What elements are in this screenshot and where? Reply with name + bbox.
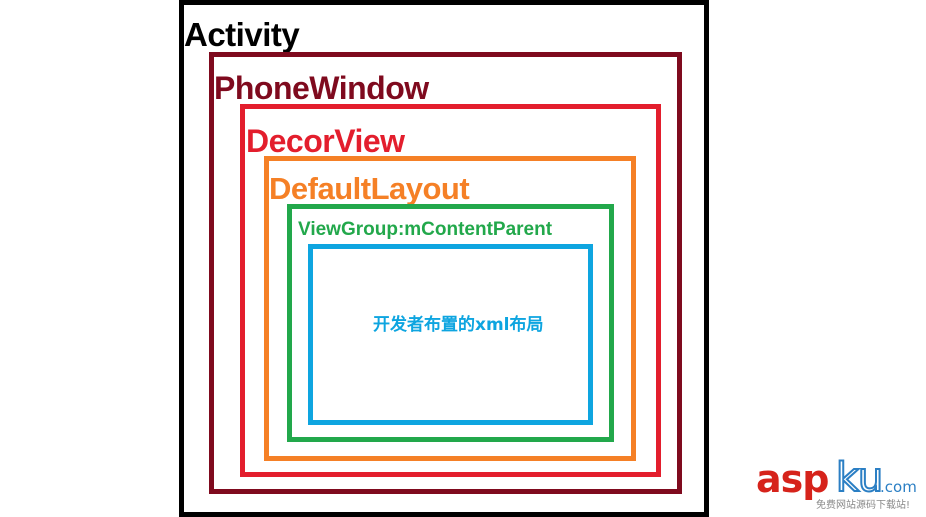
xml-layout-label: 开发者布置的xml布局 — [373, 315, 544, 335]
phonewindow-label: PhoneWindow — [214, 70, 429, 106]
watermark-com-text: .com — [880, 478, 917, 496]
defaultlayout-label: DefaultLayout — [269, 171, 470, 206]
decorview-box — [240, 104, 661, 477]
watermark-asp-text: asp — [756, 457, 829, 501]
activity-label: Activity — [184, 16, 300, 53]
content-parent-box — [287, 204, 614, 442]
watermark-slogan: 免费网站源码下载站! — [816, 500, 911, 511]
content-parent-label: ViewGroup:mContentParent — [298, 219, 553, 240]
aspku-watermark-logo: asp ku .com 免费网站源码下载站! — [752, 455, 924, 514]
defaultlayout-box — [264, 156, 636, 461]
decorview-label: DecorView — [246, 123, 405, 159]
xml-layout-box — [308, 244, 593, 425]
activity-box — [179, 0, 709, 517]
watermark-ku-text: ku — [835, 455, 884, 501]
phonewindow-box — [209, 52, 682, 494]
